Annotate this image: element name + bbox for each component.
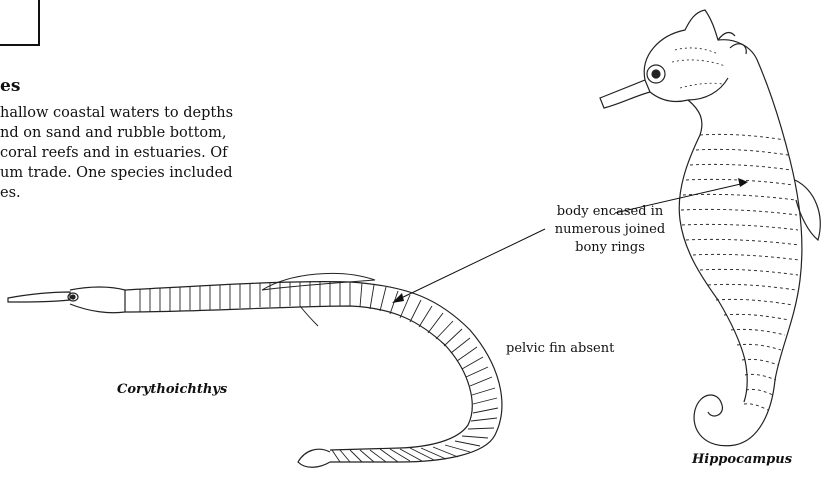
label-body-rings: body encased in numerous joined bony rin… (540, 203, 680, 257)
label-pelvic-fin: pelvic fin absent (506, 340, 614, 358)
label-body-rings-line-2: numerous joined (540, 221, 680, 239)
label-body-rings-line-1: body encased in (540, 203, 680, 221)
label-body-rings-line-3: bony rings (540, 239, 680, 257)
caption-pipefish: Corythoichthys (117, 382, 227, 397)
pointer-line-pipefish (395, 229, 545, 301)
pipefish-drawing (8, 273, 502, 467)
caption-seahorse: Hippocampus (692, 452, 792, 467)
